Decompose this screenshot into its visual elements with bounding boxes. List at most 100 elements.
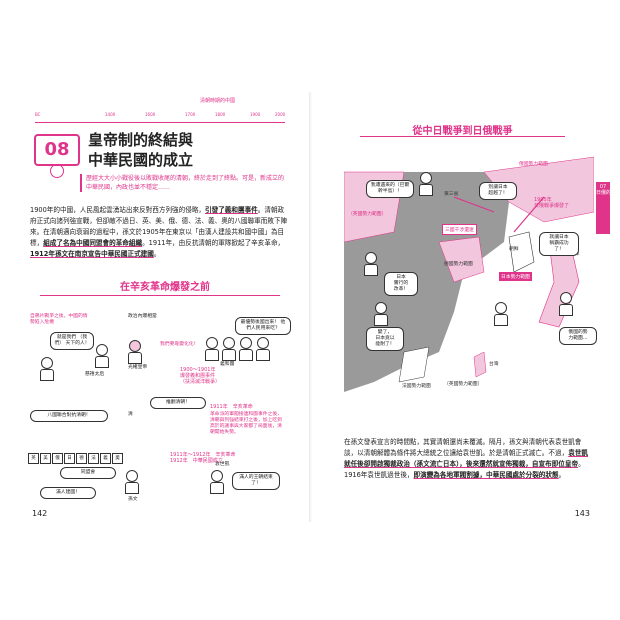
illus-note-opium: 自鴉片戰爭之後，中國的情勢陷入危機 (30, 314, 88, 325)
figure-sunwen (125, 470, 139, 494)
figure-germany (419, 172, 433, 196)
label-empress: 慈禧太后 (85, 372, 105, 377)
figure-yuan (210, 470, 224, 494)
figure-people-1 (205, 337, 219, 361)
korea-region (508, 231, 535, 273)
figure-people-2 (222, 337, 236, 361)
body-text: 。1911年，由反抗清朝的軍隊掀起了辛亥革命， (142, 239, 285, 247)
body-emphasis: 組成了名為中國同盟會的革命組織 (43, 239, 143, 247)
label-boxers: 義和團 (220, 362, 235, 367)
section-divider (40, 295, 280, 296)
speech-bubble-overthrow: 推翻清朝！ (150, 397, 206, 409)
body-emphasis: 引發了義和團事件 (205, 206, 258, 214)
globe-icon (50, 164, 64, 178)
arrow-line (513, 196, 545, 233)
body-text: 。 (558, 471, 566, 479)
body-text: 。1916年袁世凱過世後， (344, 460, 585, 479)
book-gutter (309, 92, 312, 522)
right-page: 從中日戰爭到日俄戰爭 07 日俄的戰爭 （英國勢力範圍） 俄國勢力範圍 三國干涉… (312, 92, 620, 522)
body-emphasis: 1912年孫文在南京宣告中華民國正式建國 (30, 250, 154, 258)
chapter-tab-label: 07 日俄的戰爭 (596, 184, 620, 196)
flag-icon: 美 (40, 453, 51, 464)
label-guangxu: 光緒皇帝 (128, 365, 148, 370)
chapter-number: 08 (34, 134, 80, 166)
flag-icon: 俄 (52, 453, 63, 464)
flag-icon: 英 (28, 453, 39, 464)
boxer-date: 1900〜1901年 爆發義和團事件 （扶清滅洋戰爭） (180, 367, 221, 385)
figure-people-3 (239, 337, 253, 361)
illus-note-power: 我們要靠變化化！ (160, 342, 199, 347)
xinhai-desc: 革命派的軍閥接連和團事件之後，清朝與列強結束打之後，加上吃到高於的議事與大家都了… (210, 412, 282, 435)
figure-boxer (40, 357, 54, 381)
speech-bubble: 就是我們 （我們） 天下的人！ (50, 332, 94, 350)
figure-japan (494, 302, 508, 326)
speech-bubble: 我遭遇來的（巴爾幹半島）！ (366, 180, 414, 198)
timeline-tick: 1900 (250, 112, 261, 117)
timeline-tick: 1800 (215, 112, 226, 117)
body-emphasis: 即演變為各地軍閥割據，中華民國處於分裂的狀態 (413, 471, 559, 479)
allied-flags: 英美俄日德法義奧 (28, 444, 124, 464)
body-text: 在孫文發表宣言的時間點，其實清朝還尚未覆滅。隔月，孫文與清朝代表袁世凱會談，以清… (344, 438, 582, 457)
body-text: 。 (153, 250, 161, 258)
section-heading: 在辛亥革命爆發之前 (120, 282, 210, 293)
map-label-taiwan: 台灣 (489, 362, 499, 367)
timeline-tick: 1700 (185, 112, 196, 117)
german-sphere-region (438, 236, 485, 283)
flag-icon: 義 (100, 453, 111, 464)
speech-bubble-han: 滿人建國！ (40, 487, 96, 499)
speech-bubble: 最優勢後國出來！ 他們人民用來吃？ (235, 317, 291, 335)
speech-bubble: 俄國的勢 力範圍… (559, 327, 597, 345)
flag-icon: 法 (88, 453, 99, 464)
map-label-french: 法國勢力範圍 (402, 384, 431, 389)
speech-bubble-yuan: 滿人的王朝結束了！ (232, 472, 280, 490)
figure-russia (559, 292, 573, 316)
timeline-tick: 1400 (105, 112, 116, 117)
taiwan-region (473, 351, 487, 378)
flag-icon: 德 (76, 453, 87, 464)
timeline-tick: 1600 (145, 112, 156, 117)
map-label-russia: 俄國勢力範圍 (519, 162, 548, 167)
figure-empress (128, 340, 142, 364)
speech-bubble: 就讓日本 稱霸成功 了！ (539, 232, 579, 256)
illus-note-reform: 政治內爆相當 (128, 314, 157, 319)
arrow-line (453, 196, 495, 213)
body-paragraph: 1900年的中國，人民風起雲湧站出來反對西方列強的侵略，引發了義和團事件。清朝政… (30, 205, 288, 260)
section-heading: 從中日戰爭到日俄戰爭 (360, 122, 565, 137)
xinhai-date: 1911年 辛亥革命 (210, 404, 253, 410)
body-text: 1900年的中國，人民風起雲湧站出來反對西方列強的侵略， (30, 206, 206, 214)
page-title: 皇帝制的終結與 中華民國的成立 (88, 130, 193, 170)
figure-france (374, 302, 388, 326)
map-label-german: 德國勢力範圍 (444, 262, 473, 267)
map-box-japan-sphere: 日本勢力範圍 (499, 272, 532, 281)
figure-guangxu (95, 344, 109, 368)
map-label-british: （英國勢力範圍） (348, 212, 387, 217)
map-box-intervention: 三國干涉還遼 (442, 224, 477, 235)
east-asia-map: （英國勢力範圍） 俄國勢力範圍 三國干涉還遼 日本勢力範圍 德國勢力範圍 朝鮮 … (343, 152, 597, 422)
left-page: BC 1400 1600 1700 1800 1900 2000 清朝時期的中國… (10, 92, 310, 522)
label-qing: 清 (128, 412, 133, 417)
speech-bubble: 日本 實行的 改革！ (384, 272, 418, 296)
figure-britain (364, 252, 378, 276)
map-russo-date: 1905年 日俄戰爭爆發了 (534, 197, 570, 209)
body-emphasis: 袁世凱就任後卻開啟獨裁政治（孫文流亡日本），後來還然就宣佈獨裁，自宣布即位皇帝 (344, 449, 588, 468)
chapter-tab: 07 日俄的戰爭 (596, 182, 620, 234)
map-label-britain: （英國勢力範圍） (444, 382, 483, 387)
timeline: BC 1400 1600 1700 1800 1900 2000 (35, 112, 285, 123)
title-line-1: 皇帝制的終結與 (88, 131, 194, 149)
body-text: 。清朝政府正式向諸列強宣戰，但卻敵不過日、英、美、俄、德、法、義、奧的八國聯軍而… (30, 206, 288, 247)
revolution-dates: 1911年〜1912年 辛亥革命 1912年 中華民國成立 (170, 452, 236, 464)
page-number: 143 (574, 509, 590, 518)
book-spread: BC 1400 1600 1700 1800 1900 2000 清朝時期的中國… (10, 92, 620, 522)
speech-bubble-allies: 八國聯合對抗清朝！ (30, 410, 108, 422)
label-sunwen: 孫文 (128, 497, 138, 502)
title-line-2: 中華民國的成立 (88, 151, 194, 169)
chapter-intro: 歷經大大小小戰役後以敗戰收尾的清朝，終於走到了終點。可是，新成立的中華民國，內政… (80, 174, 286, 192)
timeline-tick: BC (35, 112, 41, 117)
flag-icon: 日 (64, 453, 75, 464)
body-paragraph: 在孫文發表宣言的時間點，其實清朝還尚未覆滅。隔月，孫文與清朝代表袁世凱會談，以清… (344, 437, 592, 481)
french-sphere-region (398, 346, 430, 383)
speech-bubble-manchu: 同盟會 (60, 467, 116, 479)
speech-bubble: 別讓日本 超越了！ (479, 182, 517, 200)
figure-people-4 (256, 337, 270, 361)
timeline-label: 清朝時期的中國 (200, 98, 236, 104)
